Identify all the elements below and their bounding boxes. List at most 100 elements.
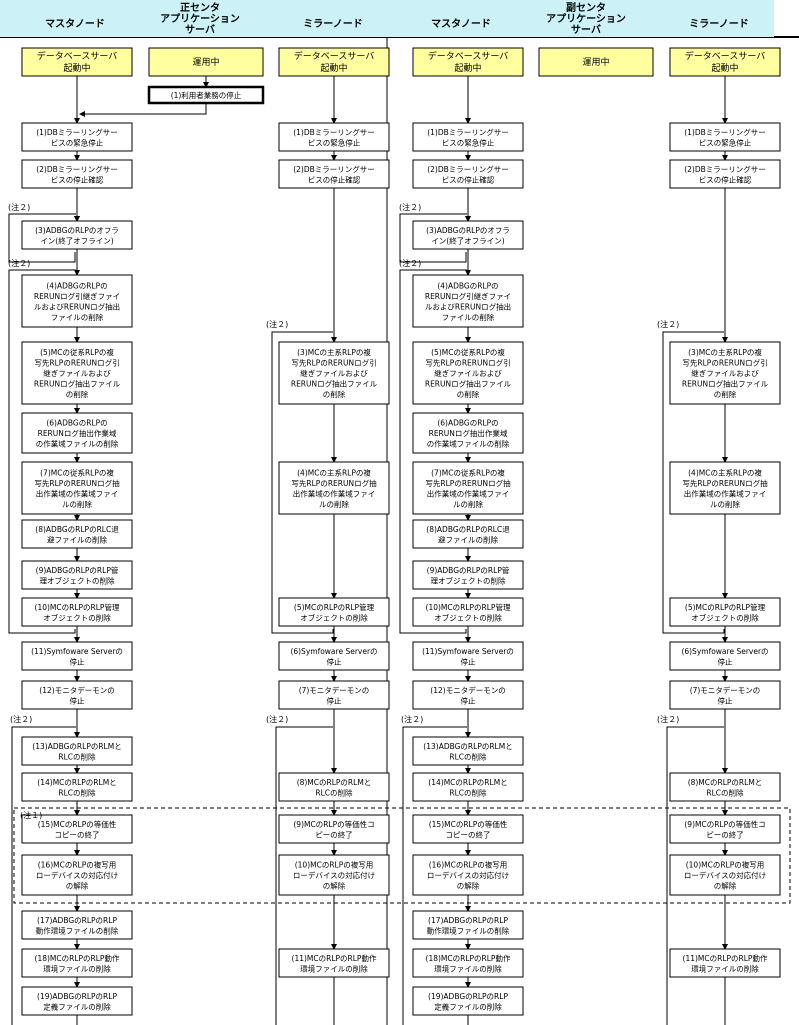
- mirror-step-8-text: RLCの削除: [315, 787, 353, 797]
- section-title: 副センタ: [566, 1, 606, 14]
- mirror-step-11-text: (11)MCのRLPのRLP動作: [292, 953, 377, 963]
- master-step-18-frame: [412, 948, 524, 978]
- master-step-14-frame: [21, 772, 133, 802]
- master-step-7-text: 出作業域の作業域ファイ: [36, 488, 119, 498]
- master-step-14-text: RLCの削除: [449, 787, 487, 797]
- master-step-11-text: (11)Symfoware Serverの: [422, 647, 514, 656]
- mirror-step-11-frame: [669, 948, 781, 978]
- master-step-7: (7)MCの従系RLPの複写先RLPのRERUNログ抽出作業域の作業域ファイルの…: [21, 461, 133, 515]
- master-step-14-text: (14)MCのRLPのRLMと: [37, 778, 116, 787]
- master-step-11-text: 停止: [70, 656, 85, 666]
- master-step-4-text: RERUNログ引継ぎファイ: [425, 291, 511, 301]
- mirror-step-5-frame: [669, 597, 781, 627]
- master-step-18-text: 環境ファイルの削除: [434, 963, 502, 973]
- mirror-step-6-frame: [278, 641, 390, 671]
- mirror-step-3-text: RERUNログ抽出ファイル: [291, 379, 378, 389]
- master-step-5-text: 写先RLPのRERUNログ引: [34, 358, 119, 368]
- section-title: サーバ: [571, 24, 601, 36]
- master-step-12-frame: [412, 680, 524, 710]
- app-server-status-frame: [148, 47, 264, 77]
- master-step-3-text: (3)ADBGのRLPのオフラ: [426, 226, 510, 235]
- note2-label: (注２): [657, 319, 679, 329]
- master-step-1-text: (1)DBミラーリングサー: [427, 127, 509, 137]
- master-step-3-text: イン(終了オフライン): [431, 235, 504, 245]
- mirror-step-11-text: 環境ファイルの削除: [300, 963, 368, 973]
- mirror-step-10-text: ローデバイスの対応付け: [684, 870, 766, 880]
- master-step-6-frame: [21, 412, 133, 454]
- master-step-7-text: 写先RLPのRERUNログ抽: [34, 478, 120, 488]
- mirror-step-8-frame: [278, 772, 390, 802]
- mirror-loop-line: [271, 331, 334, 634]
- mirror-step-2-text: (2)DBミラーリングサー: [684, 164, 766, 174]
- mirror-step-10-frame: [669, 854, 781, 896]
- master-step-8-frame: [21, 519, 133, 549]
- master-step-10-frame: [21, 597, 133, 627]
- master-step-2-frame: [412, 159, 524, 189]
- master-step-9-text: (9)ADBGのRLPのRLP管: [36, 565, 119, 575]
- master-step-4-text: ファイルの削除: [51, 312, 104, 322]
- master-step-3-text: (3)ADBGのRLPのオフラ: [35, 226, 119, 235]
- mirror-step-9-text: ピーの終了: [315, 829, 353, 839]
- mirror-step-9-text: (9)MCのRLPの等価性コ: [684, 819, 765, 829]
- master-step-4-text: ルおよびRERUNログ抽出: [425, 301, 511, 311]
- master-step-16-text: (16)MCのRLPの複写用: [429, 860, 508, 870]
- master-step-9-text: (9)ADBGのRLPのRLP管: [427, 565, 510, 575]
- master-step-15-frame: [21, 814, 133, 844]
- mirror-step-1-frame: [669, 122, 781, 152]
- master-step-13-frame: [412, 736, 524, 766]
- mirror-step-3-text: の削除: [714, 389, 737, 399]
- app-server-status-text: 運用中: [582, 56, 609, 68]
- master-step-5-text: RERUNログ抽出ファイル: [34, 379, 121, 389]
- app-to-master-line: [79, 103, 207, 117]
- master-step-15-text: (15)MCのRLPの等価性: [38, 819, 117, 829]
- mirror-step-3-text: RERUNログ抽出ファイル: [682, 379, 769, 389]
- mirror-step-4-text: 出作業域の作業域ファイ: [293, 488, 376, 498]
- master-step-5-text: 継ぎファイルおよび: [43, 368, 111, 378]
- master-step-6-text: (6)ADBGのRLPの: [437, 419, 498, 428]
- master-step-6-frame: [412, 412, 524, 454]
- note2-label: (注２): [399, 258, 421, 268]
- master-step-17-text: (17)ADBGのRLPのRLP: [428, 916, 508, 925]
- mirror-loop-line: [666, 726, 724, 1025]
- db-server-status-text: データベースサーバ: [294, 50, 374, 62]
- mirror-step-1-frame: [278, 122, 390, 152]
- mirror-step-3-text: (3)MCの主系RLPの複: [688, 347, 762, 357]
- master-step-16-text: の解除: [457, 881, 480, 891]
- note2-label: (注２): [399, 202, 421, 212]
- mirror-step-6-text: (6)Symfoware Serverの: [290, 647, 377, 656]
- master-step-4-text: ファイルの削除: [442, 312, 495, 322]
- master-step-16-text: ローデバイスの対応付け: [427, 870, 509, 880]
- master-step-13-text: RLCの削除: [449, 751, 487, 761]
- master-step-17-text: (17)ADBGのRLPのRLP: [37, 916, 117, 925]
- master-step-3-frame: [21, 220, 133, 250]
- master-step-18-frame: [21, 948, 133, 978]
- mirror-step-1-text: ビスの緊急停止: [699, 137, 752, 147]
- mirror-step-5-text: (5)MCのRLPのRLP管理: [685, 602, 766, 612]
- master-step-10-text: (10)MCのRLPのRLP管理: [35, 602, 120, 612]
- mirror-loop-line: [275, 726, 333, 1025]
- master-step-8-text: (8)ADBGのRLPのRLC退: [426, 525, 510, 534]
- master-step-13-text: (13)ADBGのRLPのRLMと: [423, 742, 512, 751]
- mirror-step-7-text: (7)モニタデーモンの: [299, 685, 370, 695]
- mirror-step-4-frame: [278, 461, 390, 515]
- master-step-19-text: 定義ファイルの削除: [434, 1001, 502, 1011]
- mirror-step-8-text: (8)MCのRLPのRLMと: [297, 778, 372, 787]
- master-step-7-text: 出作業域の作業域ファイ: [427, 488, 510, 498]
